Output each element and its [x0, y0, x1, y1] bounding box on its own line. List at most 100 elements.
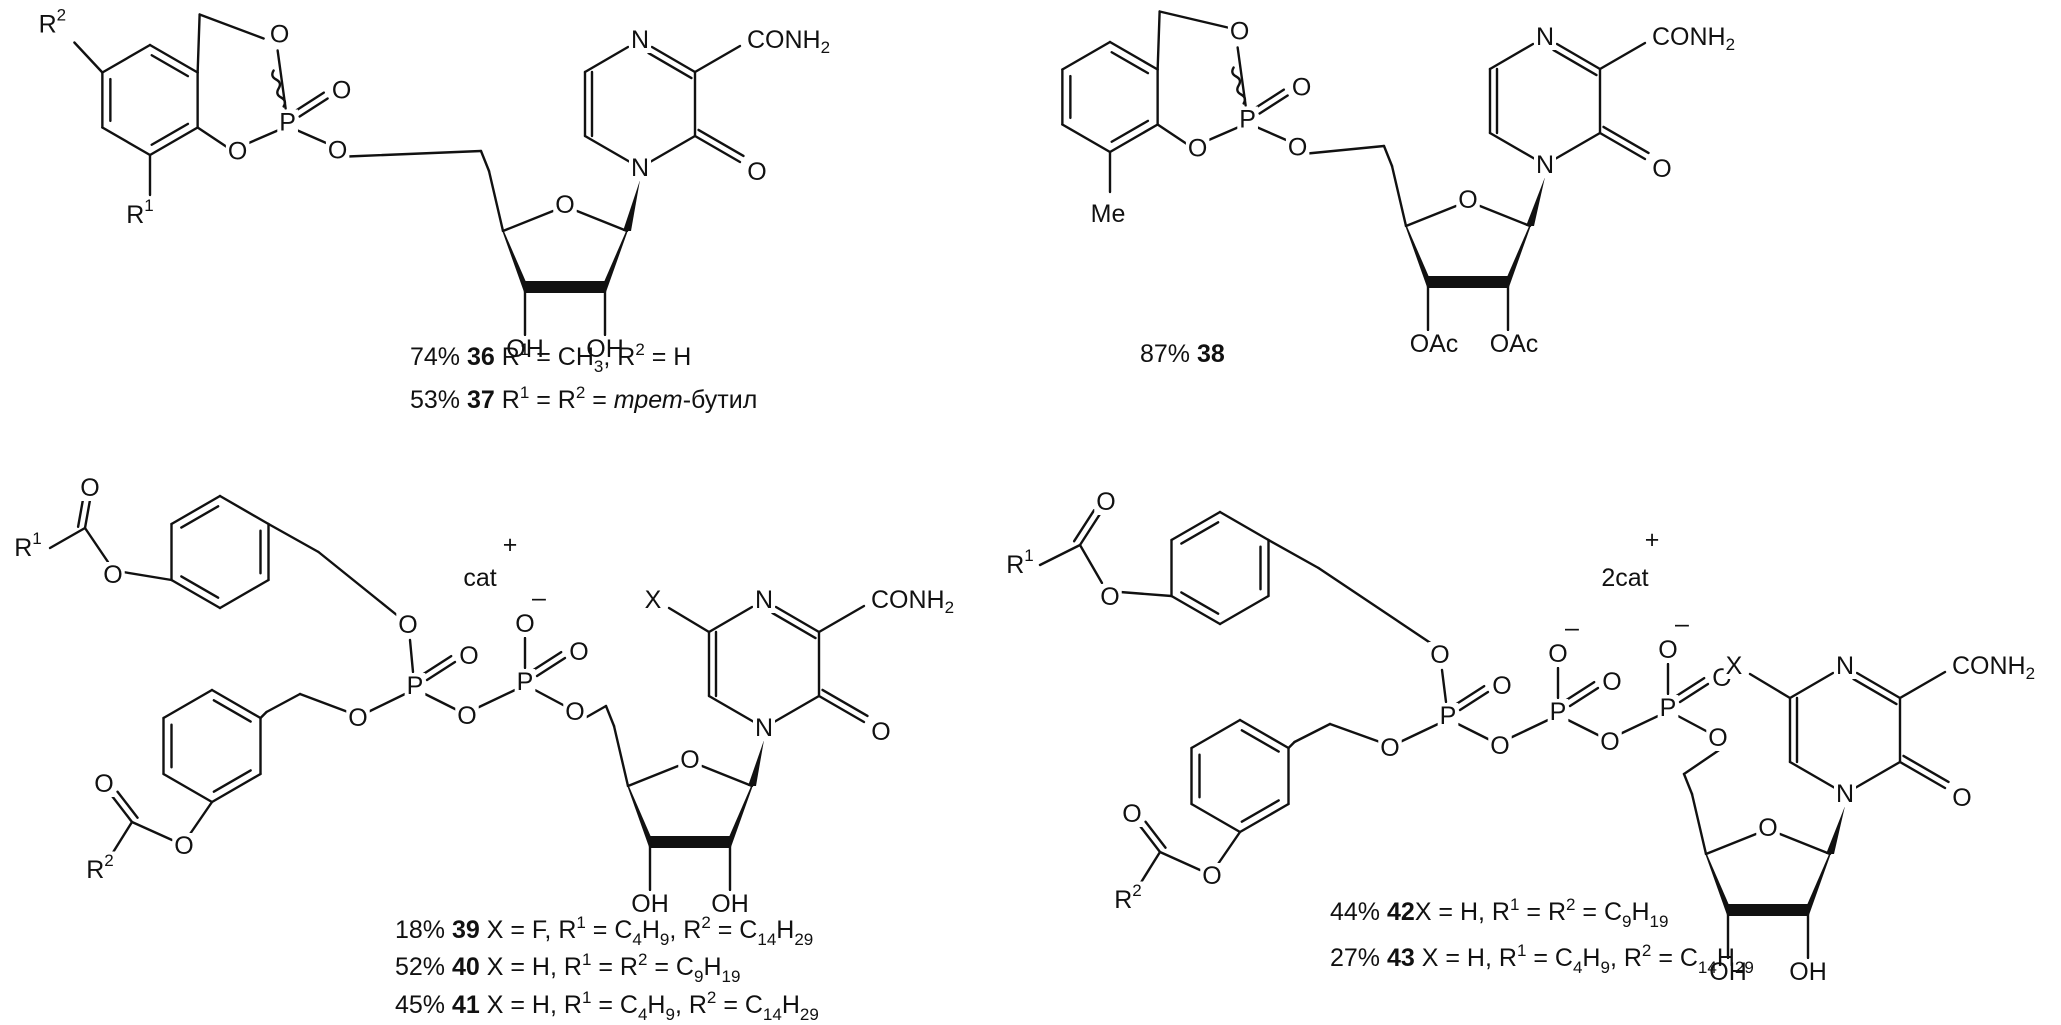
- cmpd-42-sugar-wedge-c4-c3: [1706, 852, 1729, 915]
- atom-label-background: [628, 27, 652, 53]
- atom-label-background: [1833, 781, 1857, 807]
- atom-label-background: [277, 109, 298, 136]
- cmpd-39-p1-o-double-bond: [425, 660, 457, 682]
- cmpd-39-p1-o-double-bond: [422, 654, 453, 676]
- cmpd-42-r1-c-bond: [1038, 543, 1082, 567]
- atom-label-background: [869, 719, 893, 745]
- cmpd-42-ch2-aryl2-bond2: [1287, 740, 1296, 750]
- cmpd-38-base-carbonyl-bond: [1598, 131, 1647, 161]
- cmpd-42-o2-ch2-bond: [1328, 722, 1382, 744]
- atom-label-background: [1657, 695, 1679, 721]
- cmpd-39-sugar-ring-o-atom: O: [680, 746, 699, 774]
- cmpd-36-base-amide-bond: [693, 44, 742, 74]
- atom-label-background: [745, 27, 833, 56]
- cmpd-39-aryl2-ring-bond: [162, 772, 214, 804]
- cmpd-42-plus-charge: +: [1645, 526, 1660, 554]
- cmpd-36-o5-atom: O: [328, 137, 347, 165]
- cmpd-39-r1-c-bond: [48, 526, 87, 550]
- cmpd-42-base-conh2-group: CONH2: [1952, 652, 2035, 683]
- cmpd-36-ring-inner-bond: [150, 54, 190, 78]
- cmpd-39-p2-o5-bond: [533, 688, 567, 708]
- cmpd-42-sugar-c4-c5-bond: [1690, 792, 1708, 856]
- cmpd-42-ester1-o-carbonyl-atom: O: [1096, 488, 1115, 516]
- atom-label-background: [513, 611, 537, 637]
- svg-text:27% 43 X = H, R1 = C4H9, R2 =: 27% 43 X = H, R1 = C4H9, R2 = C14H29: [1330, 941, 1754, 977]
- cmpd-36-ch2-bond: [196, 13, 201, 74]
- cmpd-42-ester2-o-c-bond: [1158, 850, 1202, 872]
- atom-label-background: [567, 639, 591, 665]
- cmpd-38-sugar-wedge-c2-c1: [1507, 224, 1530, 287]
- cmpd-39-base-ring-double-bond: [771, 611, 817, 640]
- atom-label-background: [1533, 152, 1557, 178]
- cmpd-42-p1-o2-bond: [1398, 722, 1440, 744]
- cmpd-42-p2-o-minus-atom: O: [1548, 640, 1567, 668]
- cmpd-36-po-atom: O: [332, 77, 351, 105]
- cmpd-42-aryl1-ring-bond: [1170, 510, 1222, 542]
- cmpd-39-aryl1-ring-bond: [218, 494, 270, 526]
- atom-label-background: [1487, 331, 1541, 357]
- cmpd-39-p2-o-double-bond: [532, 650, 563, 672]
- cmpd-42-r1-label: R1: [1006, 546, 1034, 580]
- cmpd-42-p1-o-double-bond: [1455, 684, 1486, 706]
- atom-label-background: [36, 6, 69, 38]
- atom-label-background: [92, 771, 116, 797]
- caption-42: 44% 42X = H, R1 = R2 = C9H19: [1330, 895, 1668, 931]
- cmpd-38-me-label: Me: [1091, 200, 1126, 228]
- atom-label-background: [1098, 584, 1122, 610]
- atom-label-background: [404, 673, 426, 699]
- cmpd-39-p1-o2-bond: [366, 692, 407, 714]
- cmpd-42-base-ring-bond: [1788, 760, 1837, 790]
- cmpd-42-sugar-c3-oh-group: OH: [1709, 958, 1747, 986]
- atom-label-background: [1600, 669, 1624, 695]
- cmpd-42-o1-atom: O: [1430, 641, 1449, 669]
- atom-label-background: [455, 703, 479, 729]
- cmpd-36-o5-ch2-bond: [346, 149, 483, 158]
- cmpd-42-aryl2-ring-inner-bond: [1240, 729, 1280, 753]
- cmpd-39-p1-oxo-atom: O: [459, 642, 478, 670]
- cmpd-42-aryl1-ring-bond: [1218, 510, 1270, 542]
- cmpd-42-ester1-c-o-bond: [1078, 543, 1104, 585]
- caption-39: 18% 39 X = F, R1 = C4H9, R2 = C14H29: [395, 913, 813, 949]
- cmpd-36-r2-bond: [73, 41, 104, 74]
- cmpd-39-o2-ch2-bond: [298, 692, 350, 714]
- svg-text:45% 41 X = H, R1 = C4H9, R2 =: 45% 41 X = H, R1 = C4H9, R2 = C14H29: [395, 988, 819, 1024]
- cmpd-42-aryl1-ring-inner-bond: [1180, 521, 1220, 545]
- atom-label-background: [1488, 733, 1512, 759]
- atom-label-background: [1237, 106, 1258, 133]
- cmpd-42-p2-minus-charge: –: [1565, 614, 1579, 642]
- cmpd-42-bridge1-o-atom: O: [1490, 732, 1509, 760]
- atom-label-background: [1120, 801, 1144, 827]
- atom-label-background: [752, 587, 776, 613]
- cmpd-42-p3-o-minus-atom: O: [1658, 636, 1677, 664]
- cmpd-39-sugar-wedge-c4-c3: [628, 784, 651, 847]
- cmpd-42-ester2-c-r2-bond: [1138, 850, 1162, 886]
- cmpd-39-ester2-co-bond: [116, 790, 139, 819]
- atom-label-background: [1950, 653, 2038, 682]
- cmpd-36-sugar-wedge-c4-c3: [503, 229, 526, 292]
- atom-label-background: [752, 715, 776, 741]
- cmpd-42-aryl2-ring-bond: [1190, 718, 1242, 750]
- cmpd-42-base-x-bond: [1748, 672, 1792, 700]
- cmpd-38-ch2-bond: [1156, 10, 1161, 71]
- cmpd-39-bridge-p2-bond: [475, 688, 517, 710]
- cmpd-38-base-n4-atom: N: [1536, 23, 1554, 51]
- cmpd-39-base-amide-bond: [817, 604, 866, 634]
- cmpd-38-base-ring-double-bond: [1552, 48, 1598, 77]
- cmpd-36-ring-inner-bond: [150, 122, 190, 146]
- svg-text:53% 37 R1 = R2 = трет-бутил: 53% 37 R1 = R2 = трет-бутил: [410, 383, 757, 414]
- cmpd-42-p2-atom: P: [1550, 698, 1567, 726]
- caption-40: 52% 40 X = H, R1 = R2 = C9H19: [395, 950, 740, 986]
- atom-label-background: [1088, 201, 1128, 227]
- cmpd-38-sugar-ring-o-atom: O: [1458, 186, 1477, 214]
- cmpd-38-o-p-bond2: [1206, 126, 1239, 142]
- cmpd-39-sugar-wedge-c2-c1: [729, 784, 752, 847]
- cmpd-42-p2-o-double-bond: [1565, 680, 1596, 702]
- cmpd-38-sugar-c4-c5-bond: [1390, 164, 1408, 228]
- cmpd-39-aryl1-ring-bond: [170, 494, 222, 526]
- cmpd-36-p-o5-bond: [296, 129, 331, 146]
- cmpd-36-p-o-double-bond: [294, 91, 326, 112]
- atom-label-background: [563, 699, 587, 725]
- cmpd-38-ring-bond: [1061, 40, 1112, 71]
- cmpd-39-r2-label: R2: [86, 851, 114, 885]
